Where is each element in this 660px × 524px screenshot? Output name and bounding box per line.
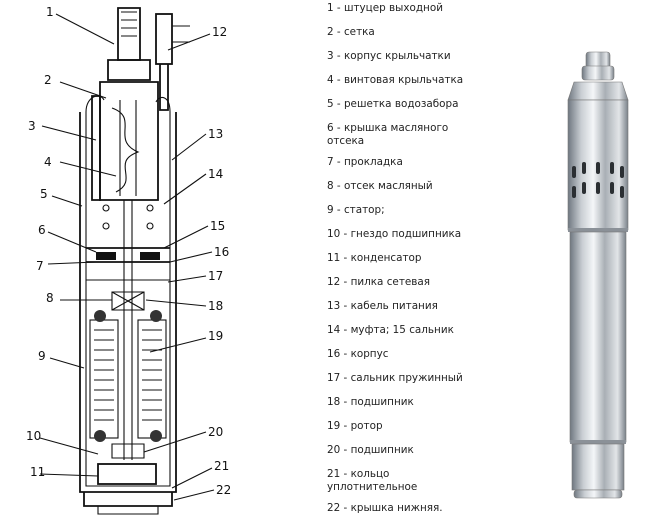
callout-12: 12 — [212, 25, 227, 39]
legend-item-17: 17 - сальник пружинный — [327, 372, 463, 384]
pump-body — [79, 95, 177, 515]
stator — [89, 310, 167, 442]
callout-1: 1 — [46, 5, 54, 19]
callout-16: 16 — [214, 245, 229, 259]
power-plug — [155, 13, 190, 111]
callout-10: 10 — [26, 429, 41, 443]
legend-item-1: 1 - штуцер выходной — [327, 2, 443, 14]
legend-item-20: 20 - подшипник — [327, 444, 414, 456]
callout-6: 6 — [38, 223, 46, 237]
callout-18: 18 — [208, 299, 223, 313]
legend-item-2: 2 - сетка — [327, 26, 375, 38]
callout-2: 2 — [44, 73, 52, 87]
legend-item-22: 22 - крышка нижняя. — [327, 502, 443, 514]
callout-4: 4 — [44, 155, 52, 169]
legend-item-6: 6 - крышка масляного — [327, 122, 449, 134]
callout-21: 21 — [214, 459, 229, 473]
callout-5: 5 — [40, 187, 48, 201]
callout-8: 8 — [46, 291, 54, 305]
leader-lines — [39, 13, 215, 501]
callout-13: 13 — [208, 127, 223, 141]
legend-item-21-continued: уплотнительное — [327, 481, 418, 493]
outlet-fitting — [107, 7, 151, 81]
pump-photo — [567, 51, 629, 499]
legend-item-4: 4 - винтовая крыльчатка — [327, 74, 464, 86]
legend-item-6-continued: отсека — [327, 135, 365, 147]
legend-item-16: 16 - корпус — [327, 348, 389, 360]
callout-15: 15 — [210, 219, 225, 233]
legend-item-7: 7 - прокладка — [327, 156, 403, 168]
callout-17: 17 — [208, 269, 223, 283]
legend-item-19: 19 - ротор — [327, 420, 383, 432]
legend-item-14-15: 14 - муфта; 15 сальник — [327, 324, 454, 336]
callout-14: 14 — [208, 167, 223, 181]
legend-item-12: 12 - пилка сетевая — [327, 276, 431, 288]
legend-item-3: 3 - корпус крыльчатки — [327, 50, 451, 62]
legend-item-18: 18 - подшипник — [327, 396, 414, 408]
legend-item-5: 5 - решетка водозабора — [327, 98, 459, 110]
capacitor — [97, 463, 157, 485]
legend-item-21: 21 - кольцо — [327, 468, 390, 480]
legend-item-11: 11 - конденсатор — [327, 252, 422, 264]
callout-19: 19 — [208, 329, 223, 343]
callout-20: 20 — [208, 425, 223, 439]
callout-3: 3 — [28, 119, 36, 133]
legend-item-10: 10 - гнездо подшипника — [327, 228, 462, 240]
legend-item-9: 9 - статор; — [327, 204, 385, 216]
legend-item-8: 8 - отсек масляный — [327, 180, 433, 192]
callout-numbers: 1 2 3 4 5 6 7 8 9 10 11 12 13 14 15 16 1… — [26, 5, 231, 497]
callout-7: 7 — [36, 259, 44, 273]
impeller-housing — [91, 81, 159, 230]
callout-11: 11 — [30, 465, 45, 479]
legend-item-13: 13 - кабель питания — [327, 300, 438, 312]
pump-cross-section-diagram: 1 2 3 4 5 6 7 8 9 10 11 12 13 14 15 16 1… — [26, 5, 231, 515]
parts-legend: 1 - штуцер выходной 2 - сетка 3 - корпус… — [327, 2, 559, 515]
callout-9: 9 — [38, 349, 46, 363]
callout-22: 22 — [216, 483, 231, 497]
